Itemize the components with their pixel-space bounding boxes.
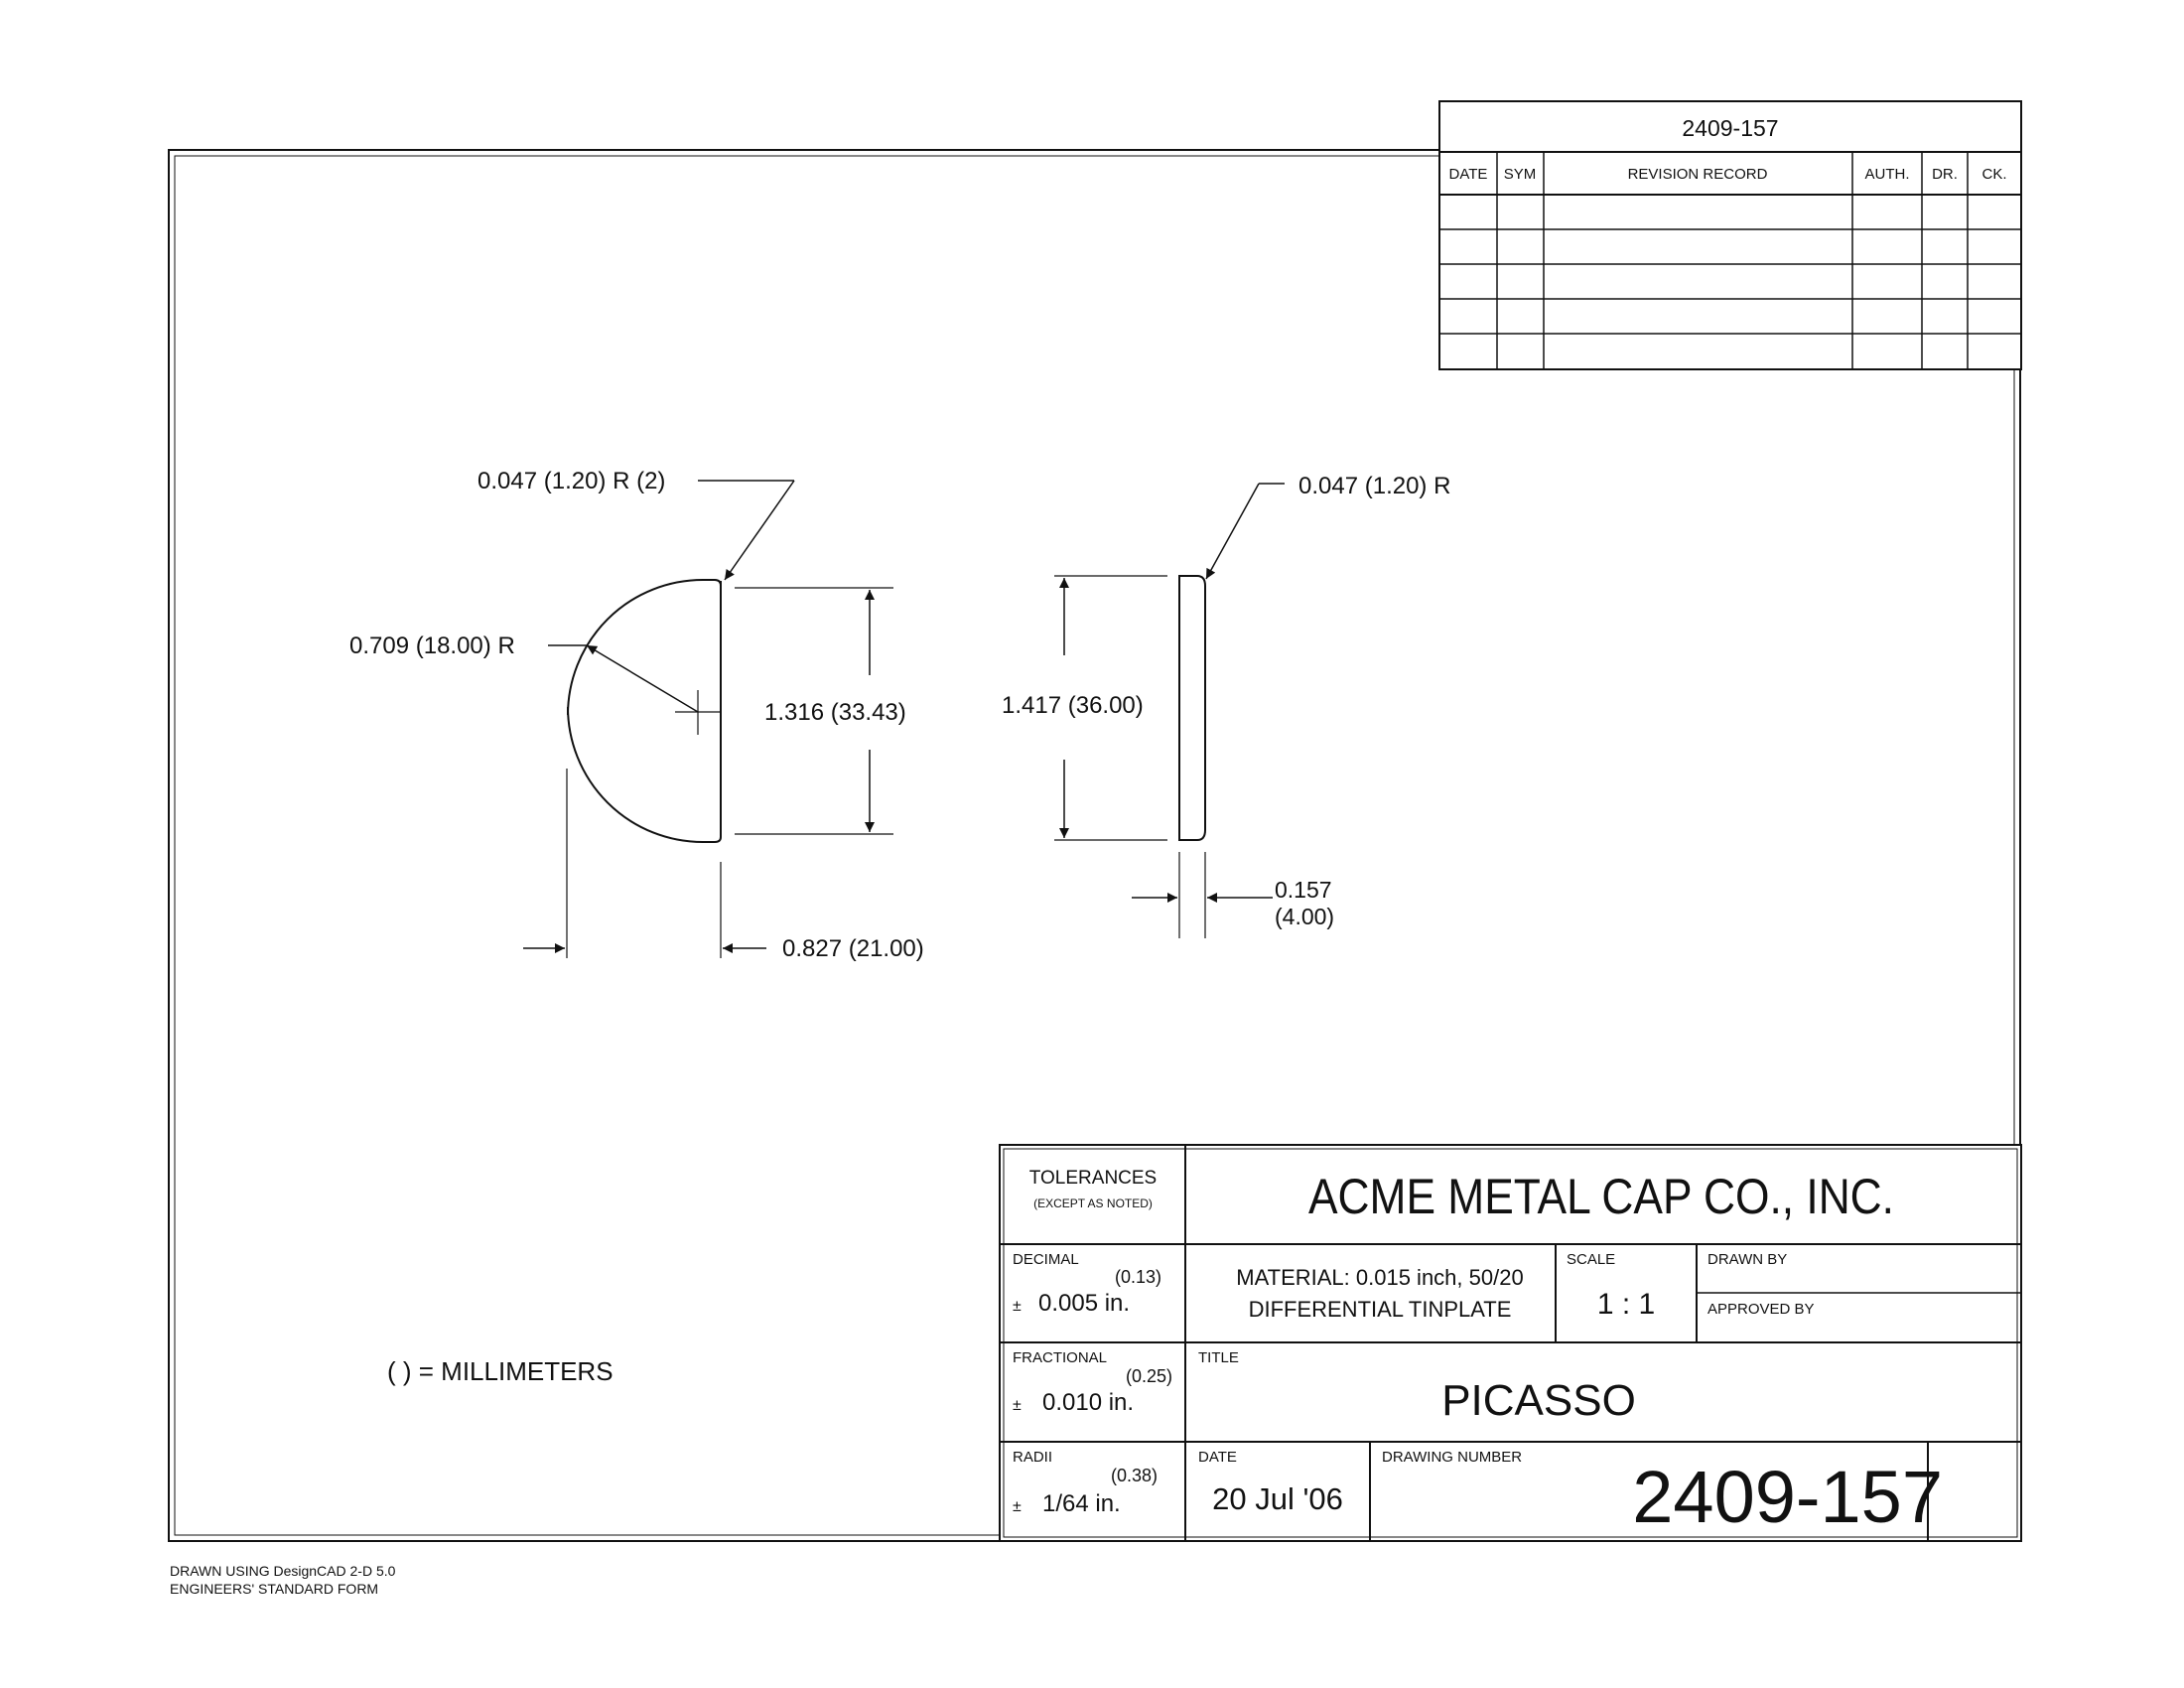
rev-header-record: REVISION RECORD: [1628, 166, 1768, 183]
drawing-number-value: 2409-157: [1632, 1456, 1943, 1538]
title-block: TOLERANCES (EXCEPT AS NOTED) ACME METAL …: [999, 1144, 2022, 1542]
rev-header-ck: CK.: [1981, 166, 2006, 183]
revision-drawing-number: 2409-157: [1682, 115, 1778, 141]
radii-mm: (0.38): [1111, 1466, 1158, 1485]
radii-value: 1/64 in.: [1042, 1490, 1121, 1517]
approved-by-label: APPROVED BY: [1707, 1301, 1815, 1318]
left-height-label: 1.316 (33.43): [764, 699, 906, 726]
date-value: 20 Jul '06: [1212, 1481, 1343, 1516]
decimal-label: DECIMAL: [1013, 1251, 1079, 1268]
left-arc-radius-label: 0.709 (18.00) R: [349, 633, 515, 659]
date-label: DATE: [1198, 1449, 1237, 1466]
rev-header-dr: DR.: [1932, 166, 1958, 183]
tolerances-label: TOLERANCES: [1029, 1168, 1157, 1189]
title-value: PICASSO: [1441, 1376, 1636, 1425]
footer-line1: DRAWN USING DesignCAD 2-D 5.0: [170, 1563, 396, 1579]
rev-header-sym: SYM: [1504, 166, 1537, 183]
fractional-pm: ±: [1013, 1397, 1022, 1414]
right-part-outline: [1178, 575, 1206, 841]
decimal-mm: (0.13): [1115, 1267, 1161, 1287]
scale-value: 1 : 1: [1597, 1288, 1655, 1321]
company-name: ACME METAL CAP CO., INC.: [1308, 1169, 1894, 1224]
drawing-number-label: DRAWING NUMBER: [1382, 1449, 1522, 1466]
left-part-outline: [567, 579, 722, 843]
fractional-mm: (0.25): [1126, 1366, 1172, 1386]
radii-pm: ±: [1013, 1498, 1022, 1515]
radii-label: RADII: [1013, 1449, 1052, 1466]
decimal-value: 0.005 in.: [1038, 1290, 1130, 1317]
units-note: ( ) = MILLIMETERS: [387, 1356, 614, 1386]
right-height-label: 1.417 (36.00): [1002, 692, 1144, 719]
right-thickness-in-label: 0.157: [1275, 877, 1332, 903]
drawn-by-label: DRAWN BY: [1707, 1251, 1787, 1268]
right-corner-radius-label: 0.047 (1.20) R: [1298, 473, 1450, 499]
rev-header-date: DATE: [1449, 166, 1488, 183]
except-note: (EXCEPT AS NOTED): [1033, 1196, 1153, 1210]
fractional-value: 0.010 in.: [1042, 1389, 1134, 1416]
material-line2: DIFFERENTIAL TINPLATE: [1249, 1297, 1512, 1322]
material-line1: MATERIAL: 0.015 inch, 50/20: [1236, 1265, 1523, 1290]
decimal-pm: ±: [1013, 1298, 1022, 1315]
revision-block: 2409-157 DATE SYM REVISION RECORD AUTH. …: [1438, 100, 2022, 370]
footer-line2: ENGINEERS' STANDARD FORM: [170, 1581, 378, 1597]
rev-header-auth: AUTH.: [1865, 166, 1910, 183]
scale-label: SCALE: [1567, 1251, 1615, 1268]
right-view: 0.047 (1.20) R 1.417 (36.00) 0.157 (4.00…: [1002, 473, 1450, 938]
left-view: 0.047 (1.20) R (2) 0.709 (18.00) R 1.316…: [349, 468, 924, 962]
right-thickness-mm-label: (4.00): [1275, 904, 1334, 929]
left-width-label: 0.827 (21.00): [782, 935, 924, 962]
title-label: TITLE: [1198, 1349, 1239, 1366]
fractional-label: FRACTIONAL: [1013, 1349, 1107, 1366]
left-corner-radius-label: 0.047 (1.20) R (2): [478, 468, 665, 494]
